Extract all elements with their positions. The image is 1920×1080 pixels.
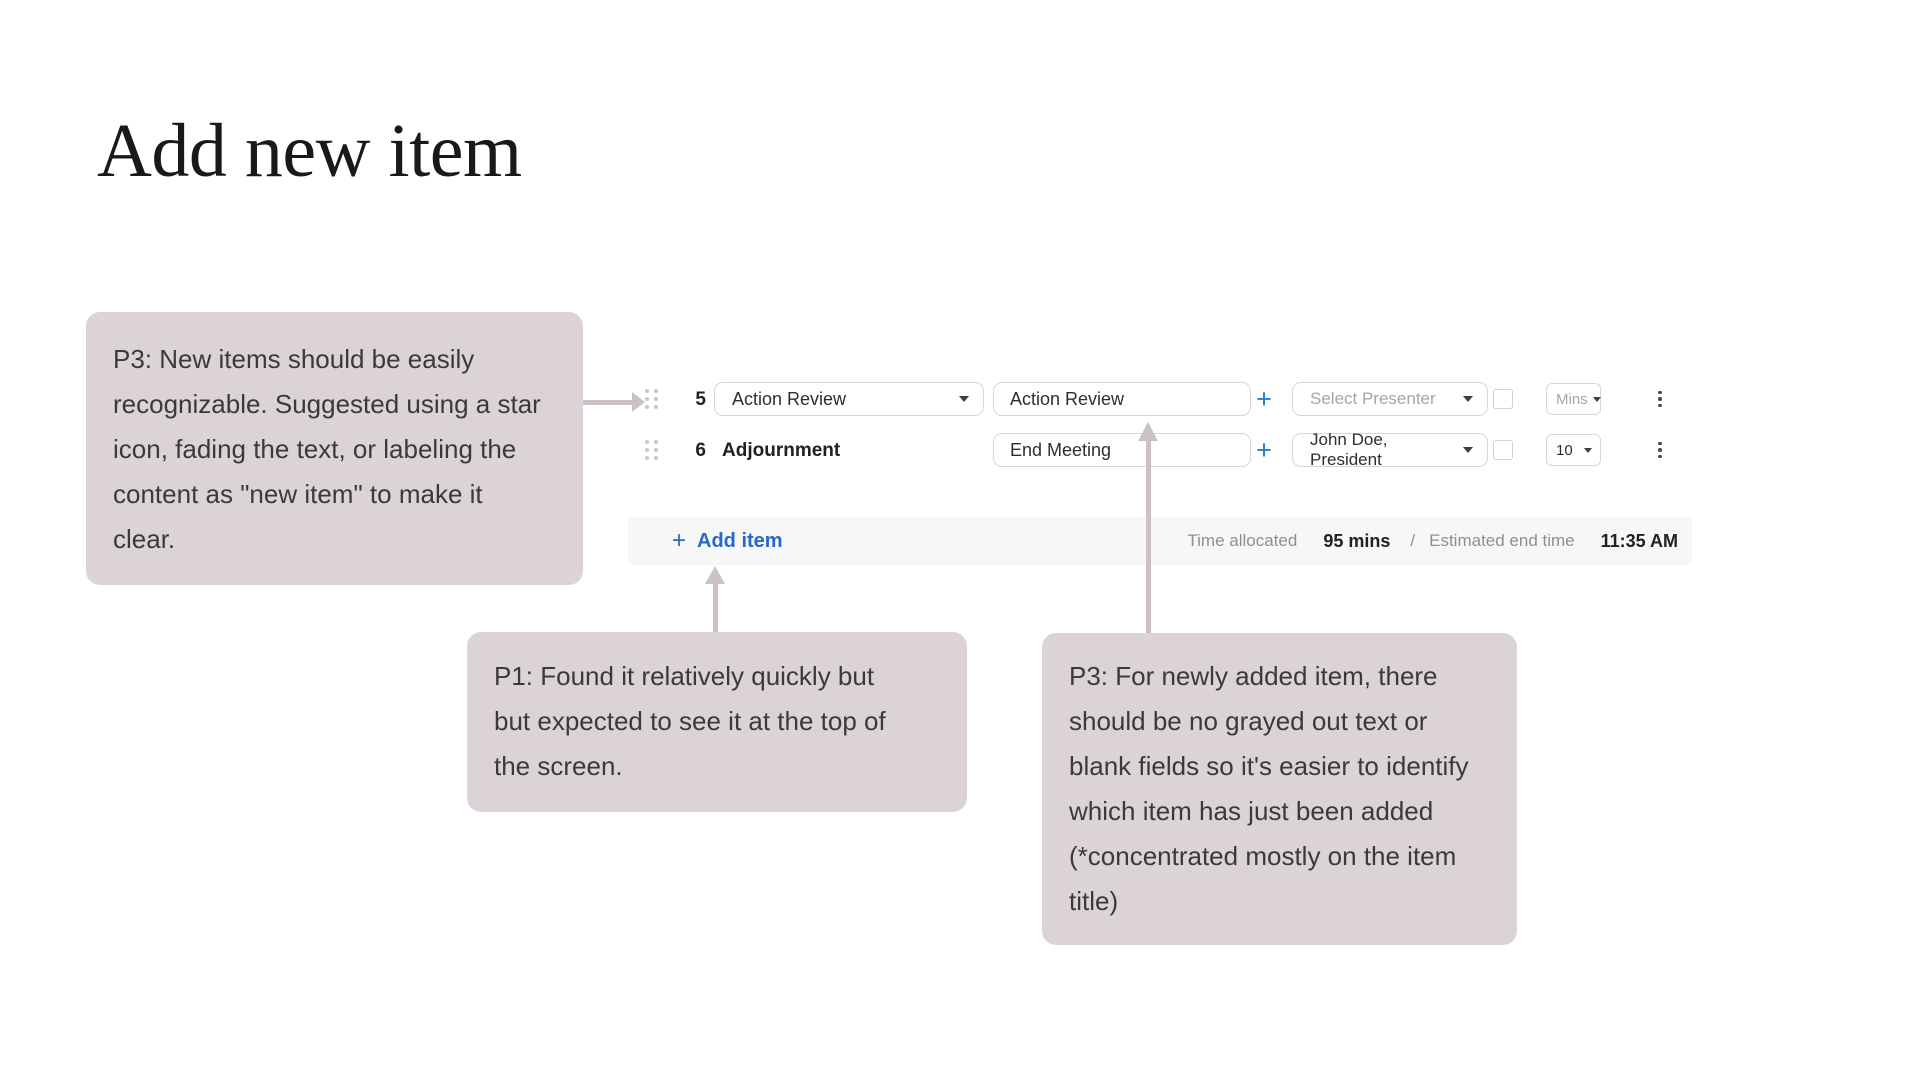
caret-down-icon [1463,447,1473,453]
annotation-note-p3-top: P3: New items should be easily recogniza… [86,312,583,585]
annotation-note-p1: P1: Found it relatively quickly but but … [467,632,967,812]
page-title: Add new item [97,109,522,193]
item-name-label: Adjournment [722,440,841,461]
time-allocated-label: Time allocated [1187,531,1298,550]
arrow-to-title-input [1146,440,1151,633]
item-title-input[interactable]: Action Review [993,382,1251,416]
duration-dropdown[interactable]: 10 [1546,434,1601,466]
caret-down-icon [959,396,969,402]
kebab-menu-icon[interactable] [1652,439,1668,461]
add-inline-item-button[interactable]: + [1256,435,1272,465]
arrow-to-add-item-head [705,566,725,584]
duration-dropdown[interactable]: Mins [1546,383,1601,415]
add-inline-item-button[interactable]: + [1256,384,1272,414]
caret-down-icon [1592,396,1601,402]
row-number: 5 [695,389,706,410]
arrow-to-add-item [713,583,718,632]
row-number: 6 [695,440,706,461]
item-title-value: End Meeting [1010,439,1112,460]
arrow-to-row-5 [583,400,633,405]
time-summary: Time allocated 95 mins / Estimated end t… [1187,531,1678,552]
item-checkbox[interactable] [1493,440,1513,460]
agenda-footer-bar: + Add item Time allocated 95 mins / Esti… [628,517,1692,565]
item-type-dropdown[interactable]: Action Review [714,382,984,416]
add-item-label: Add item [697,529,783,552]
annotation-note-p3-bottom: P3: For newly added item, there should b… [1042,633,1517,945]
add-item-button[interactable]: + Add item [672,529,783,553]
duration-value: 10 [1556,441,1573,459]
plus-icon: + [672,527,687,554]
estimated-end-time-value: 11:35 AM [1600,530,1678,551]
item-title-value: Action Review [1010,388,1125,409]
duration-placeholder: Mins [1556,390,1588,408]
drag-handle-icon[interactable] [645,440,658,460]
item-type-value: Action Review [732,388,847,409]
caret-down-icon [1463,396,1473,402]
presenter-value: John Doe, President [1310,430,1388,469]
kebab-menu-icon[interactable] [1652,388,1668,410]
presenter-placeholder: Select Presenter [1310,389,1436,408]
time-allocated-value: 95 mins [1323,530,1391,551]
drag-handle-icon[interactable] [645,389,658,409]
item-checkbox[interactable] [1493,389,1513,409]
presenter-dropdown[interactable]: John Doe, President [1292,430,1488,469]
arrow-to-row-5-head [632,392,645,412]
estimated-end-time-label: Estimated end time [1429,531,1575,550]
arrow-to-title-input-head [1138,422,1158,441]
divider: / [1410,531,1416,550]
presenter-dropdown[interactable]: Select Presenter [1292,382,1488,416]
caret-down-icon [1584,447,1592,453]
item-title-input[interactable]: End Meeting [993,433,1251,467]
